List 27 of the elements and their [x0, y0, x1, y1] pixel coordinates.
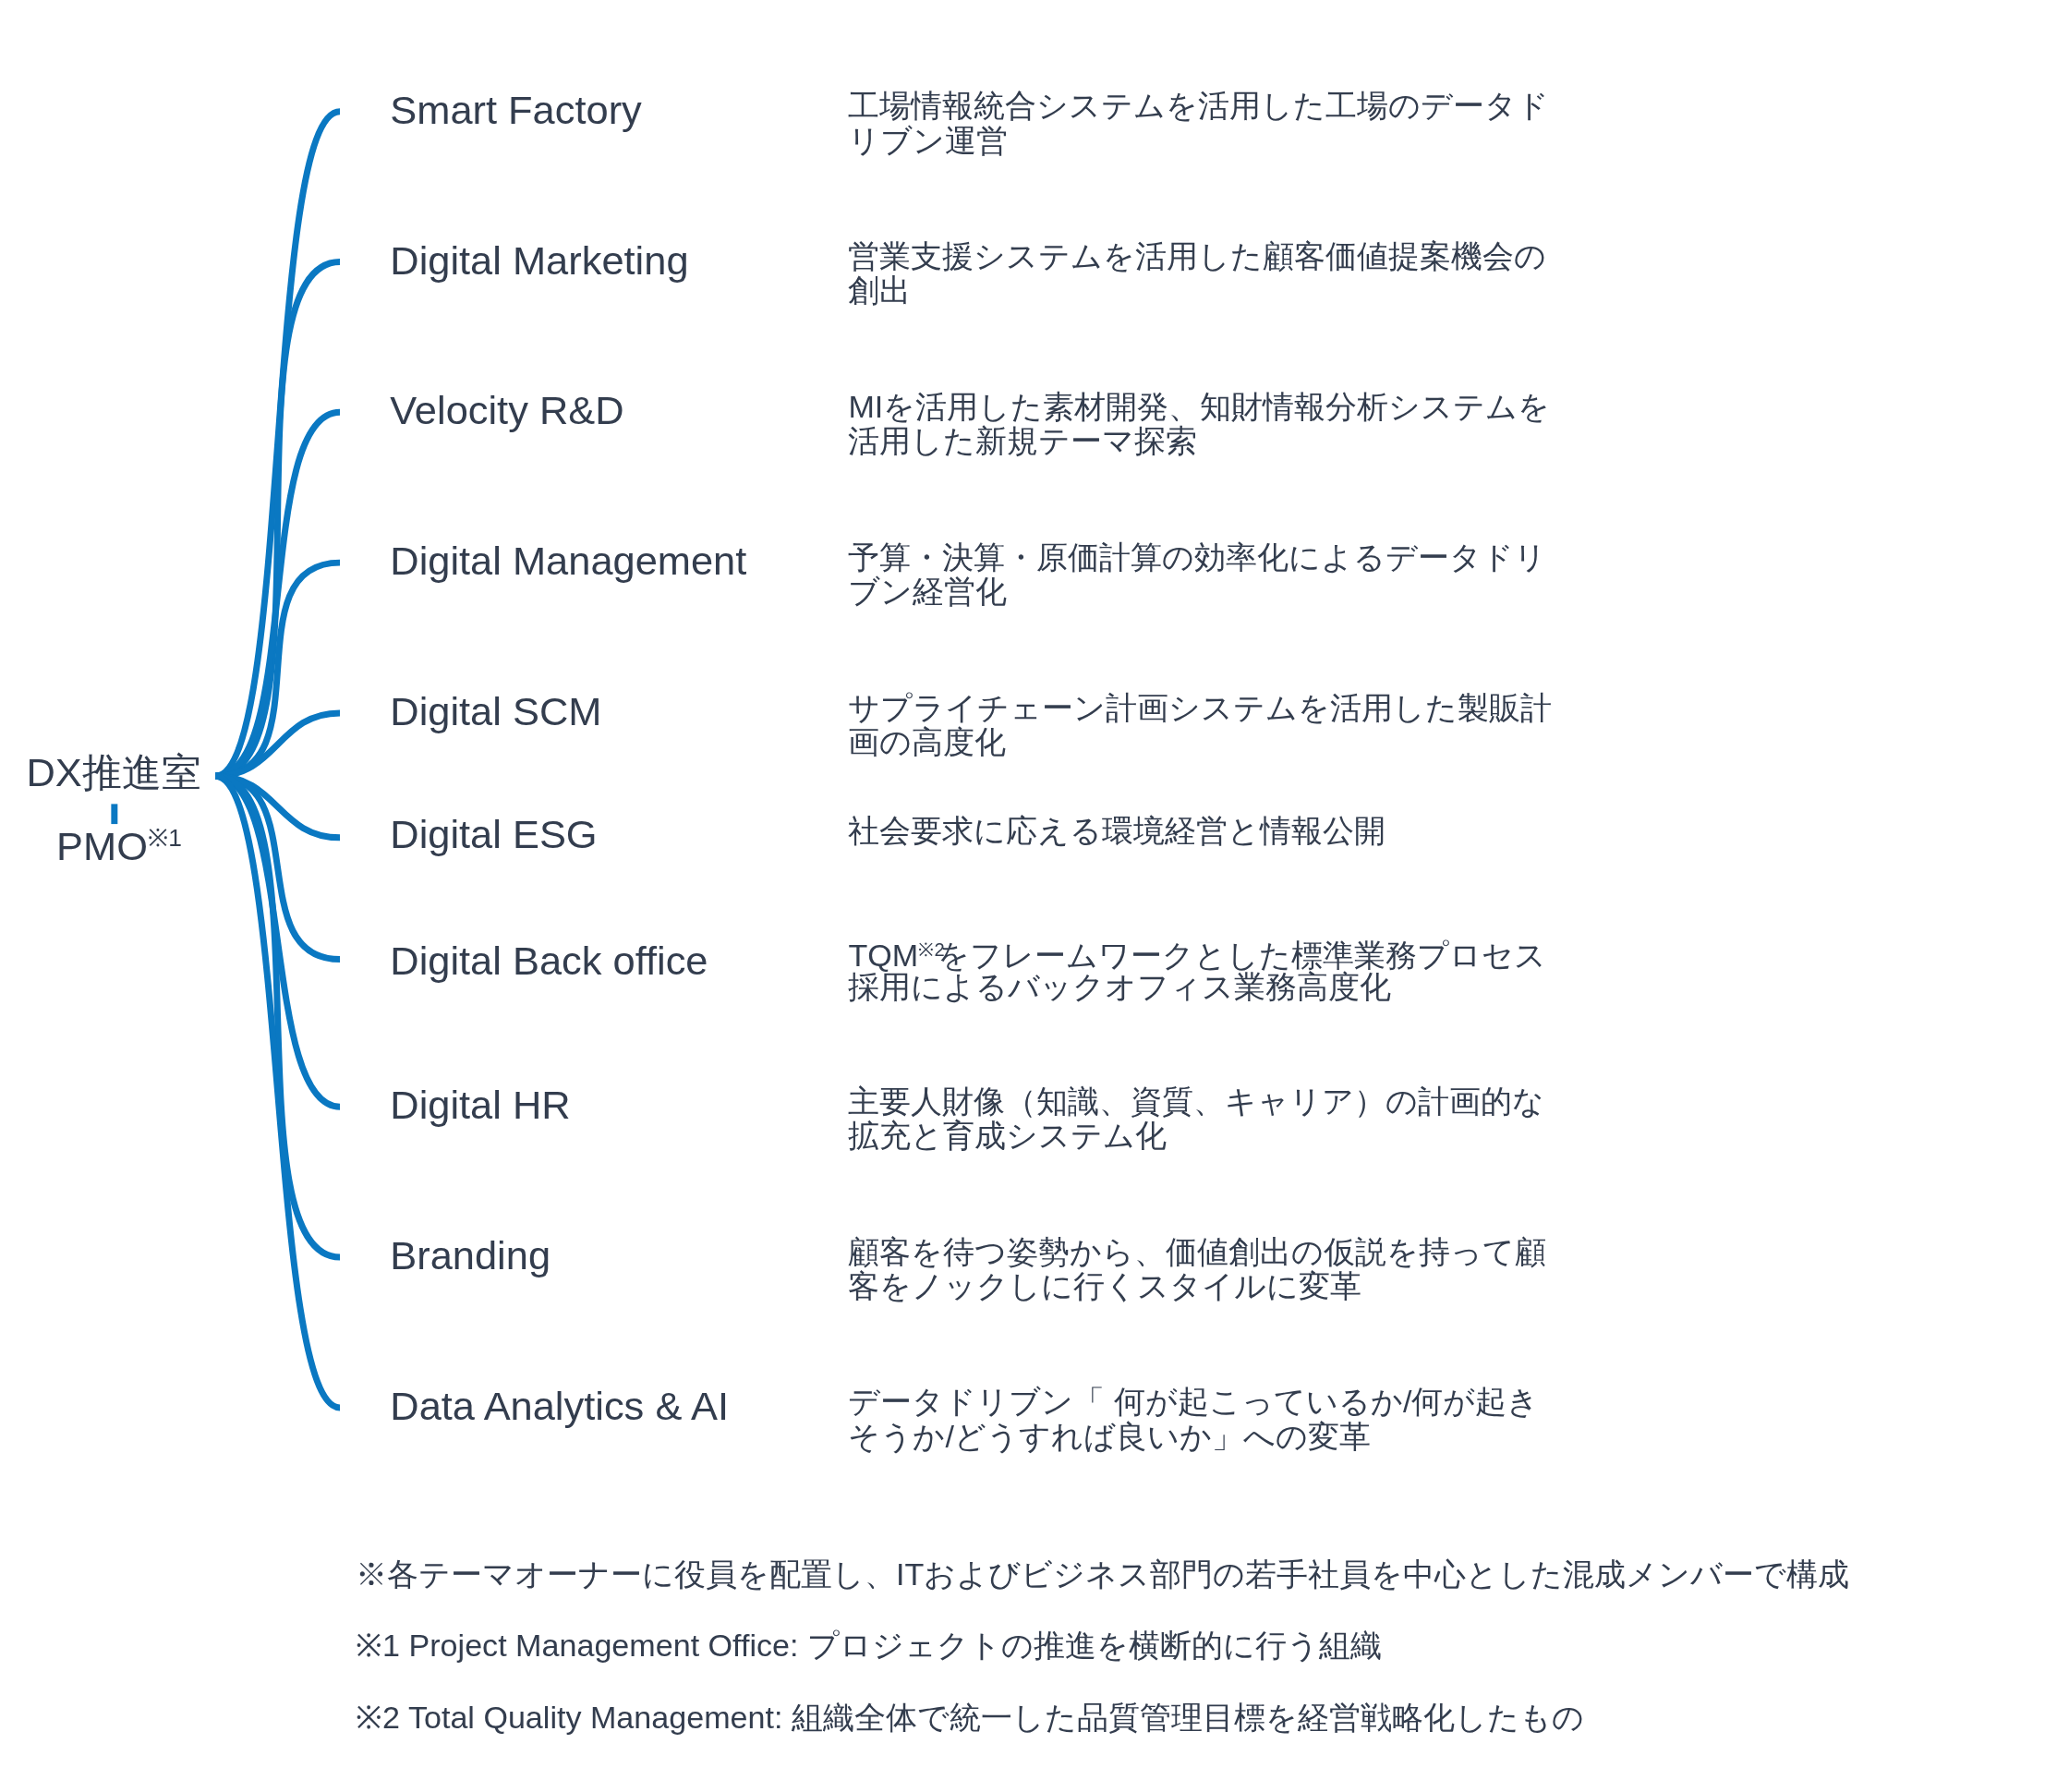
- node-label: 予算・決算・原価計算の効率化によるデータドリブン経営化: [848, 539, 1547, 609]
- node-label: 営業支援システムを活用した顧客価値提案機会の創出: [848, 238, 1547, 309]
- node-text: Digital Back office: [390, 938, 708, 983]
- node-text: PMO$^{※1}$: [56, 824, 182, 869]
- node-label: サプライチェーン計画システムを活用した製販計画の高度化: [848, 689, 1553, 759]
- node-label: データドリブン「 何が起こっているか/何が起きそうか/どうすれば良いか」への変革: [848, 1384, 1540, 1454]
- node-label: 主要人財像（知識、資質、キャリア）の計画的な拡充と育成システム化: [848, 1083, 1545, 1154]
- node-label: 社会要求に応える環境経営と情報公開: [848, 812, 1386, 848]
- node-text: Smart Factory: [390, 87, 642, 132]
- node-text: Digital Marketing: [390, 237, 689, 283]
- node-label: TQM$^{※2}$をフレームワークとした標準業務プロセス採用によるバックオフィス業務高度化: [848, 937, 1546, 1004]
- label: ※2 Total Quality Management: 組織全体で統一した品質管理目標を経営戦略化したもの: [356, 1699, 1584, 1735]
- node-text: DX推進室: [26, 749, 201, 794]
- node-text: Data Analytics & AI: [390, 1383, 730, 1428]
- node-text: Velocity R&D: [390, 388, 624, 433]
- node-text: Digital HR: [390, 1083, 571, 1128]
- node-label: 顧客を待つ姿勢から、価値創出の仮説を持って顧客をノックしに行くスタイルに変革: [848, 1233, 1547, 1303]
- connector: [213, 109, 343, 779]
- node-text: Digital ESG: [390, 812, 598, 857]
- connector: [213, 773, 343, 1411]
- node-text: Digital Management: [390, 539, 747, 584]
- node-text: Branding: [390, 1233, 551, 1278]
- node-label: 工場情報統合システムを活用した工場のデータドリブン運営: [848, 88, 1550, 158]
- label: ※各テーマオーナーに役員を配置し、ITおよびビジネス部門の若手社員を中心とした混成メンバーで構成: [356, 1556, 1850, 1592]
- label: ※1 Project Management Office: プロジェクトの推進を横断的に行う組織: [356, 1628, 1382, 1664]
- node-text: Digital SCM: [390, 688, 602, 733]
- node-label: MIを活用した素材開発、知財情報分析システムを活用した新規テーマ探索: [848, 388, 1551, 459]
